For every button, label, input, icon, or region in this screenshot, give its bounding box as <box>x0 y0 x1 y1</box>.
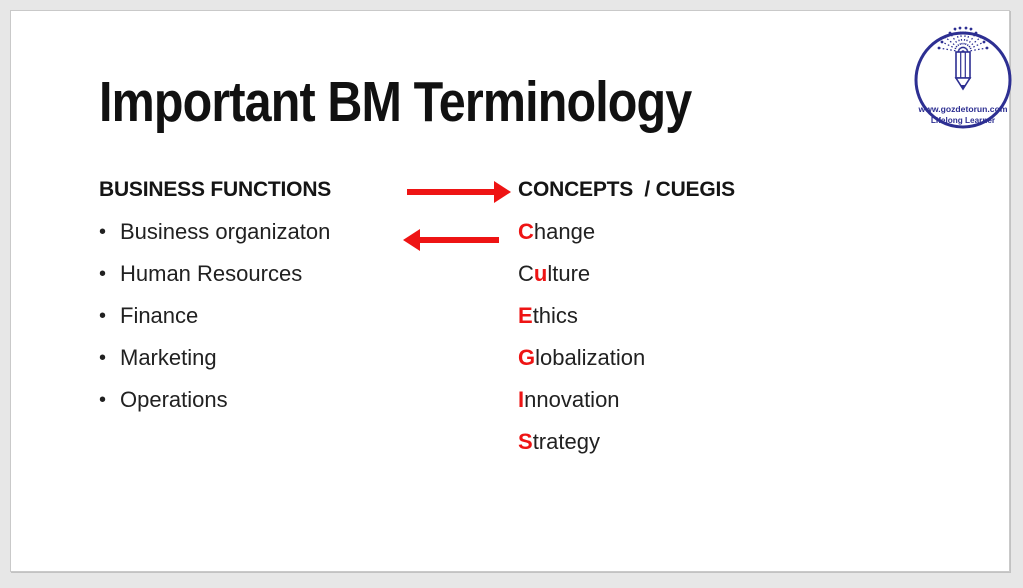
bullet-icon: • <box>99 304 107 327</box>
list-item: • Operations <box>99 379 409 421</box>
bullet-icon: • <box>99 388 107 411</box>
cuegis-letter: S <box>518 429 533 454</box>
bullet-icon: • <box>99 346 107 369</box>
list-item: Ethics <box>518 295 818 337</box>
list-item: • Finance <box>99 295 409 337</box>
list-item: • Human Resources <box>99 253 409 295</box>
list-item: Innovation <box>518 379 818 421</box>
bullet-icon: • <box>99 220 107 243</box>
concept-label: Innovation <box>518 387 620 412</box>
business-functions-header: BUSINESS FUNCTIONS <box>99 178 332 201</box>
concept-label: Change <box>518 219 596 244</box>
logo-url-text: www.gozdetorun.com <box>918 104 1008 114</box>
pencil-tree-dots <box>937 26 989 50</box>
concept-label: Strategy <box>518 429 600 454</box>
pencil-tree-icon <box>938 27 988 53</box>
presentation-slide: Important BM Terminology BUSINESS FUNCTI… <box>10 10 1012 572</box>
business-functions-column: BUSINESS FUNCTIONS • Business organizato… <box>99 169 409 421</box>
list-item-label: Operations <box>120 387 228 412</box>
slide-title: Important BM Terminology <box>99 70 692 134</box>
bullet-icon: • <box>99 262 107 285</box>
list-item-label: Finance <box>120 303 199 328</box>
arrow-shaft <box>420 237 499 243</box>
concept-label: Ethics <box>518 303 578 328</box>
list-item-label: Human Resources <box>120 261 303 286</box>
cuegis-letter: E <box>518 303 533 328</box>
cuegis-letter: u <box>533 261 548 286</box>
arrow-head <box>494 181 511 203</box>
arrow-right-icon <box>407 181 511 203</box>
concept-label: Globalization <box>518 345 646 370</box>
concepts-cuegis-header: CONCEPTS / CUEGIS <box>518 178 735 201</box>
cuegis-letter: G <box>518 345 536 370</box>
list-item: Globalization <box>518 337 818 379</box>
logo-tagline-text: Lifelong Learner <box>931 116 996 125</box>
cuegis-letter: I <box>518 387 525 412</box>
cuegis-letter: C <box>518 219 534 244</box>
pencil-icon <box>954 51 972 91</box>
concept-label: Culture <box>518 261 591 286</box>
list-item: Change <box>518 211 818 253</box>
list-item-label: Business organizaton <box>120 219 331 244</box>
list-item: • Marketing <box>99 337 409 379</box>
list-item-label: Marketing <box>120 345 217 370</box>
lifelong-learner-logo: www.gozdetorun.com Lifelong Learner <box>914 26 1012 129</box>
arrow-shaft <box>407 189 494 195</box>
arrow-head <box>403 229 420 251</box>
arrow-left-icon <box>403 229 499 251</box>
list-item: Strategy <box>518 421 818 463</box>
list-item: Culture <box>518 253 818 295</box>
concepts-cuegis-column: CONCEPTS / CUEGIS Change Culture Ethics … <box>518 169 818 463</box>
list-item: • Business organizaton <box>99 211 409 253</box>
